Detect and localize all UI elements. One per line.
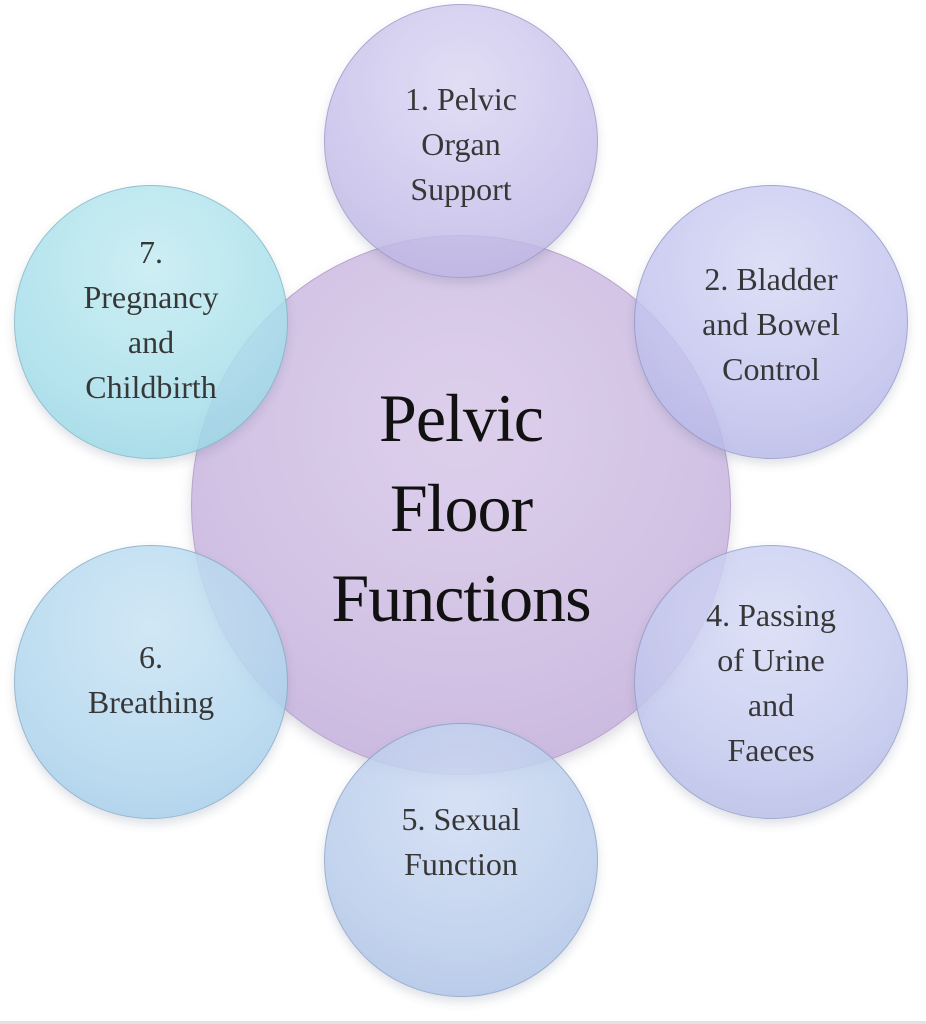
satellite-label: 7. Pregnancy and Childbirth	[83, 234, 219, 405]
satellite-pregnancy-childbirth: 7. Pregnancy and Childbirth	[14, 185, 288, 459]
satellite-label: 2. Bladder and Bowel Control	[702, 260, 840, 387]
satellite-sexual-function: 5. Sexual Function	[324, 723, 598, 997]
satellite-breathing: 6. Breathing	[14, 545, 288, 819]
center-line-3: Functions	[331, 560, 591, 636]
satellite-label: 1. Pelvic Organ Support	[405, 80, 517, 207]
satellite-bladder-bowel-control: 2. Bladder and Bowel Control	[634, 185, 908, 459]
satellite-label: 5. Sexual Function	[401, 801, 521, 882]
satellite-label: 4. Passing of Urine and Faeces	[706, 597, 836, 768]
satellite-pelvic-organ-support: 1. Pelvic Organ Support	[324, 4, 598, 278]
bottom-border-strip	[0, 1021, 926, 1024]
center-hub-label: Pelvic Floor Functions	[331, 367, 591, 643]
satellite-passing-urine-faeces: 4. Passing of Urine and Faeces	[634, 545, 908, 819]
center-line-2: Floor	[389, 470, 533, 546]
center-line-1: Pelvic	[379, 380, 544, 456]
satellite-label: 6. Breathing	[87, 639, 215, 720]
